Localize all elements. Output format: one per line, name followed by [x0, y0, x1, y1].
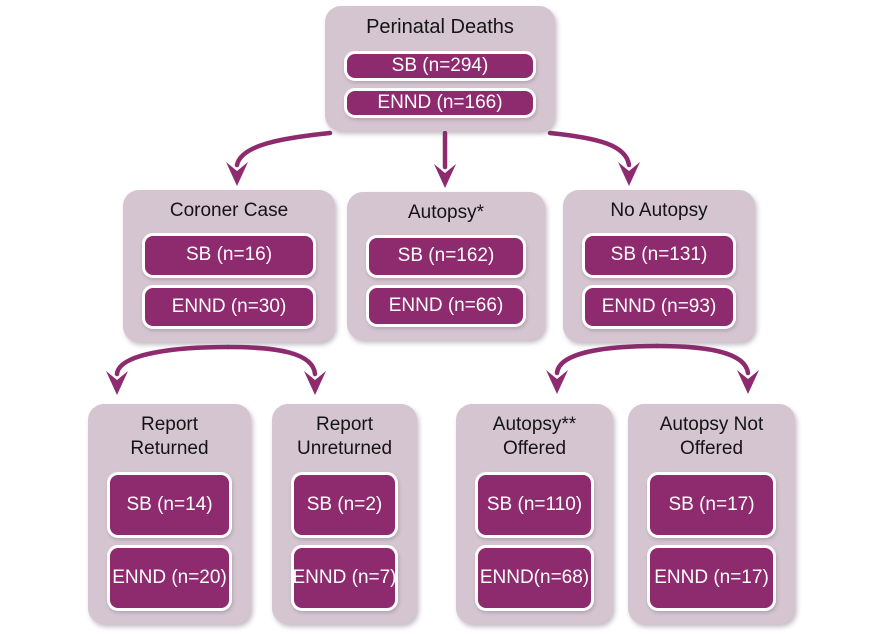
ennd-count: ENND (n=66) [388, 294, 504, 316]
ennd-count-box: ENND (n=166) [344, 87, 536, 118]
node-report-returned: Report Returned SB (n=14) ENND (n=20) [88, 404, 251, 624]
ennd-count: ENND (n=166) [377, 91, 503, 113]
sb-count-box: SB (n=131) [582, 233, 736, 278]
ennd-count-box: ENND (n=17) [647, 544, 776, 611]
node-report-unreturned: Report Unreturned SB (n=2) ENND (n=7) [272, 404, 417, 624]
sb-count: SB (n=162) [397, 245, 495, 267]
ennd-count: ENND (n=20) [112, 566, 227, 588]
arrow-no-autopsy-to-autopsy-offered [546, 343, 660, 394]
sb-count: SB (n=17) [668, 493, 755, 515]
node-perinatal-deaths: Perinatal Deaths SB (n=294) ENND (n=166) [325, 6, 555, 131]
arrow-coroner-to-report-returned [106, 344, 231, 395]
sb-count-box: SB (n=14) [107, 471, 232, 538]
ennd-count-box: ENND (n=20) [107, 544, 232, 611]
sb-count: SB (n=110) [486, 493, 583, 515]
sb-count-box: SB (n=2) [291, 471, 398, 538]
node-no-autopsy: No Autopsy SB (n=131) ENND (n=93) [563, 190, 755, 342]
ennd-count-box: ENND (n=93) [582, 284, 736, 329]
node-coroner-case: Coroner Case SB (n=16) ENND (n=30) [123, 190, 335, 342]
node-title: Autopsy* [407, 202, 485, 223]
sb-count-box: SB (n=17) [647, 471, 776, 538]
node-title: Report Returned [130, 414, 209, 460]
ennd-count-box: ENND(n=68) [475, 544, 594, 611]
node-autopsy: Autopsy* SB (n=162) ENND (n=66) [347, 192, 545, 340]
sb-count: SB (n=16) [185, 244, 273, 266]
node-title: No Autopsy [610, 200, 708, 221]
ennd-count: ENND(n=68) [479, 566, 590, 588]
arrow-no-autopsy-to-autopsy-not-offered [654, 343, 759, 394]
ennd-count: ENND (n=17) [654, 566, 769, 588]
ennd-count-box: ENND (n=66) [366, 284, 526, 327]
ennd-count: ENND (n=7) [292, 566, 397, 588]
sb-count-box: SB (n=16) [142, 233, 316, 278]
node-title: Autopsy** Offered [492, 414, 577, 460]
arrow-perinatal-to-autopsy [434, 130, 456, 188]
node-title: Perinatal Deaths [366, 16, 514, 38]
sb-count-box: SB (n=110) [475, 471, 594, 538]
node-title: Report Unreturned [296, 414, 393, 460]
arrow-perinatal-to-coroner [226, 130, 333, 186]
arrow-perinatal-to-no-autopsy [547, 130, 640, 186]
ennd-count-box: ENND (n=30) [142, 284, 316, 329]
sb-count: SB (n=131) [610, 244, 708, 266]
sb-count: SB (n=294) [391, 54, 489, 76]
ennd-count: ENND (n=93) [601, 295, 717, 317]
sb-count: SB (n=2) [306, 493, 383, 515]
sb-count-box: SB (n=294) [344, 50, 536, 81]
node-autopsy-not-offered: Autopsy Not Offered SB (n=17) ENND (n=17… [628, 404, 795, 624]
sb-count-box: SB (n=162) [366, 235, 526, 278]
ennd-count: ENND (n=30) [171, 295, 287, 317]
ennd-count-box: ENND (n=7) [291, 544, 398, 611]
arrow-coroner-to-report-unreturned [225, 344, 326, 395]
node-title: Coroner Case [169, 200, 289, 221]
sb-count: SB (n=14) [126, 493, 213, 515]
node-title: Autopsy Not Offered [659, 414, 764, 460]
node-autopsy-offered: Autopsy** Offered SB (n=110) ENND(n=68) [456, 404, 613, 624]
